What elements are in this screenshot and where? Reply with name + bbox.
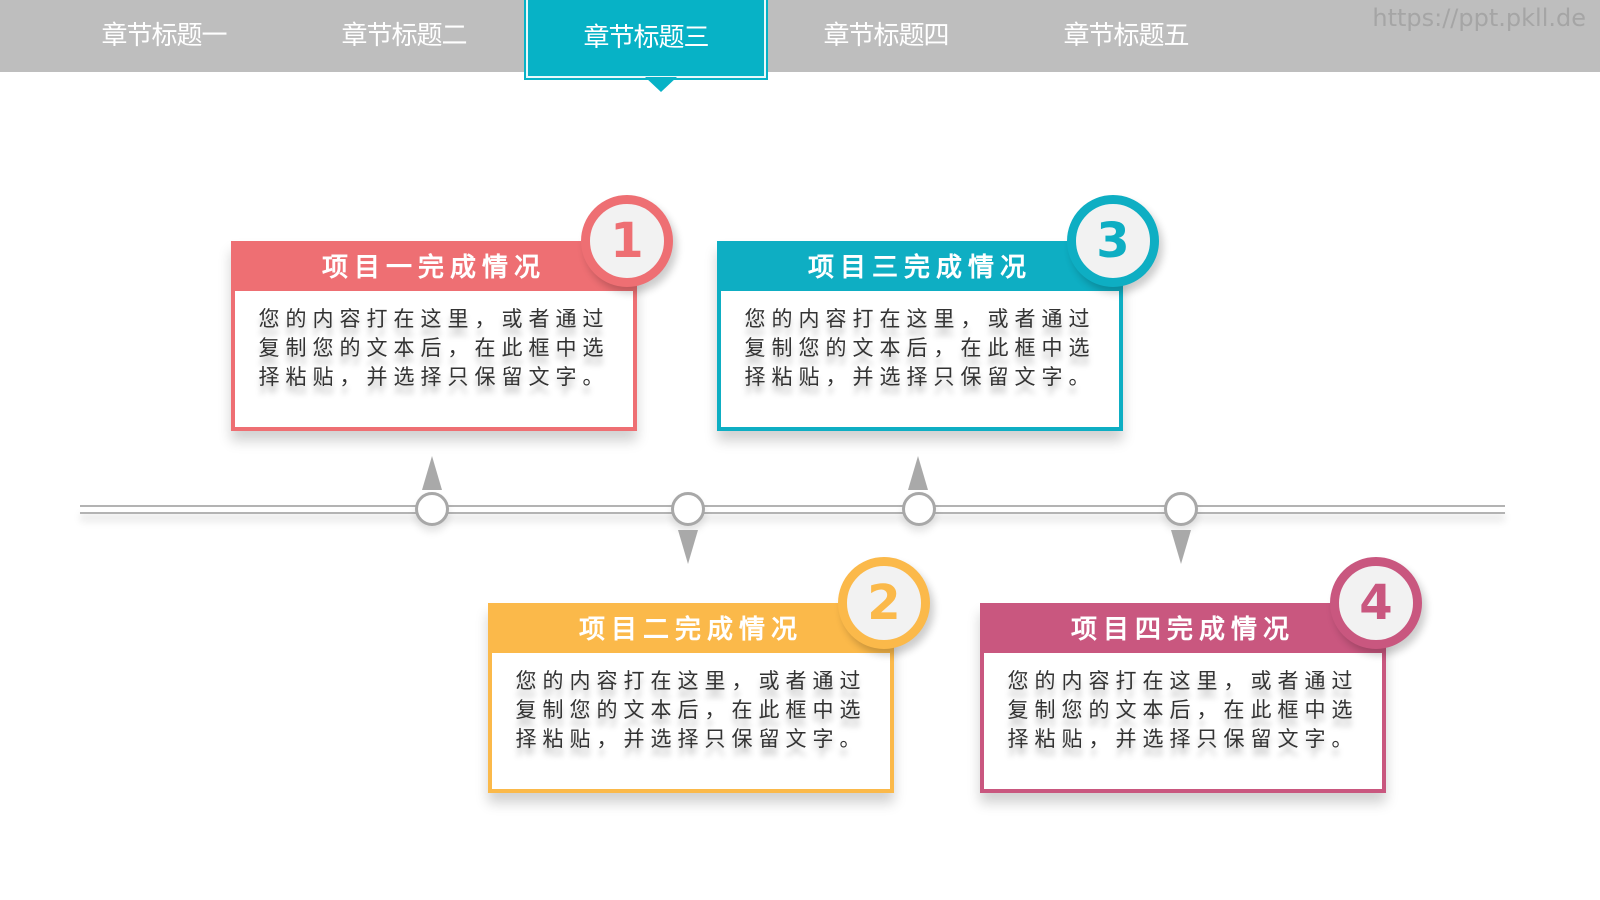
card-title: 项目三完成情况 — [717, 241, 1123, 291]
tab-chapter-1[interactable]: 章节标题一 — [101, 21, 227, 51]
timeline-node-2 — [671, 492, 705, 526]
tab-chapter-4[interactable]: 章节标题四 — [823, 21, 949, 51]
active-tab-pointer-icon — [645, 77, 677, 92]
number-badge-2: 2 — [838, 557, 930, 649]
number-badge-4: 4 — [1330, 557, 1422, 649]
tab-chapter-3[interactable]: 章节标题三 — [526, 0, 766, 78]
card-body-text: 您的内容打在这里，或者通过复制您的文本后，在此框中选择粘贴，并选择只保留文字。 — [744, 307, 1096, 389]
chapter-nav-bar: 章节标题一 章节标题二 章节标题三 章节标题四 章节标题五 https://pp… — [0, 0, 1600, 78]
arrow-up-icon — [908, 456, 928, 490]
timeline-node-1 — [415, 492, 449, 526]
project-card-3: 项目三完成情况 您的内容打在这里，或者通过复制您的文本后，在此框中选择粘贴，并选… — [717, 241, 1123, 431]
tab-chapter-5[interactable]: 章节标题五 — [1063, 21, 1189, 51]
watermark: https://ppt.pkll.de — [1372, 4, 1586, 32]
card-title: 项目二完成情况 — [488, 603, 894, 653]
arrow-down-icon — [678, 530, 698, 564]
arrow-up-icon — [422, 456, 442, 490]
number-badge-1: 1 — [581, 195, 673, 287]
arrow-down-icon — [1171, 530, 1191, 564]
card-body-text: 您的内容打在这里，或者通过复制您的文本后，在此框中选择粘贴，并选择只保留文字。 — [1007, 669, 1359, 751]
card-body-text: 您的内容打在这里，或者通过复制您的文本后，在此框中选择粘贴，并选择只保留文字。 — [515, 669, 867, 751]
timeline-line — [80, 505, 1505, 514]
timeline-node-4 — [1164, 492, 1198, 526]
tab-chapter-2[interactable]: 章节标题二 — [341, 21, 467, 51]
project-card-4: 项目四完成情况 您的内容打在这里，或者通过复制您的文本后，在此框中选择粘贴，并选… — [980, 603, 1386, 793]
project-card-2: 项目二完成情况 您的内容打在这里，或者通过复制您的文本后，在此框中选择粘贴，并选… — [488, 603, 894, 793]
timeline-node-3 — [902, 492, 936, 526]
number-badge-3: 3 — [1067, 195, 1159, 287]
project-card-1: 项目一完成情况 您的内容打在这里，或者通过复制您的文本后，在此框中选择粘贴，并选… — [231, 241, 637, 431]
card-title: 项目四完成情况 — [980, 603, 1386, 653]
card-body-text: 您的内容打在这里，或者通过复制您的文本后，在此框中选择粘贴，并选择只保留文字。 — [258, 307, 610, 389]
card-title: 项目一完成情况 — [231, 241, 637, 291]
